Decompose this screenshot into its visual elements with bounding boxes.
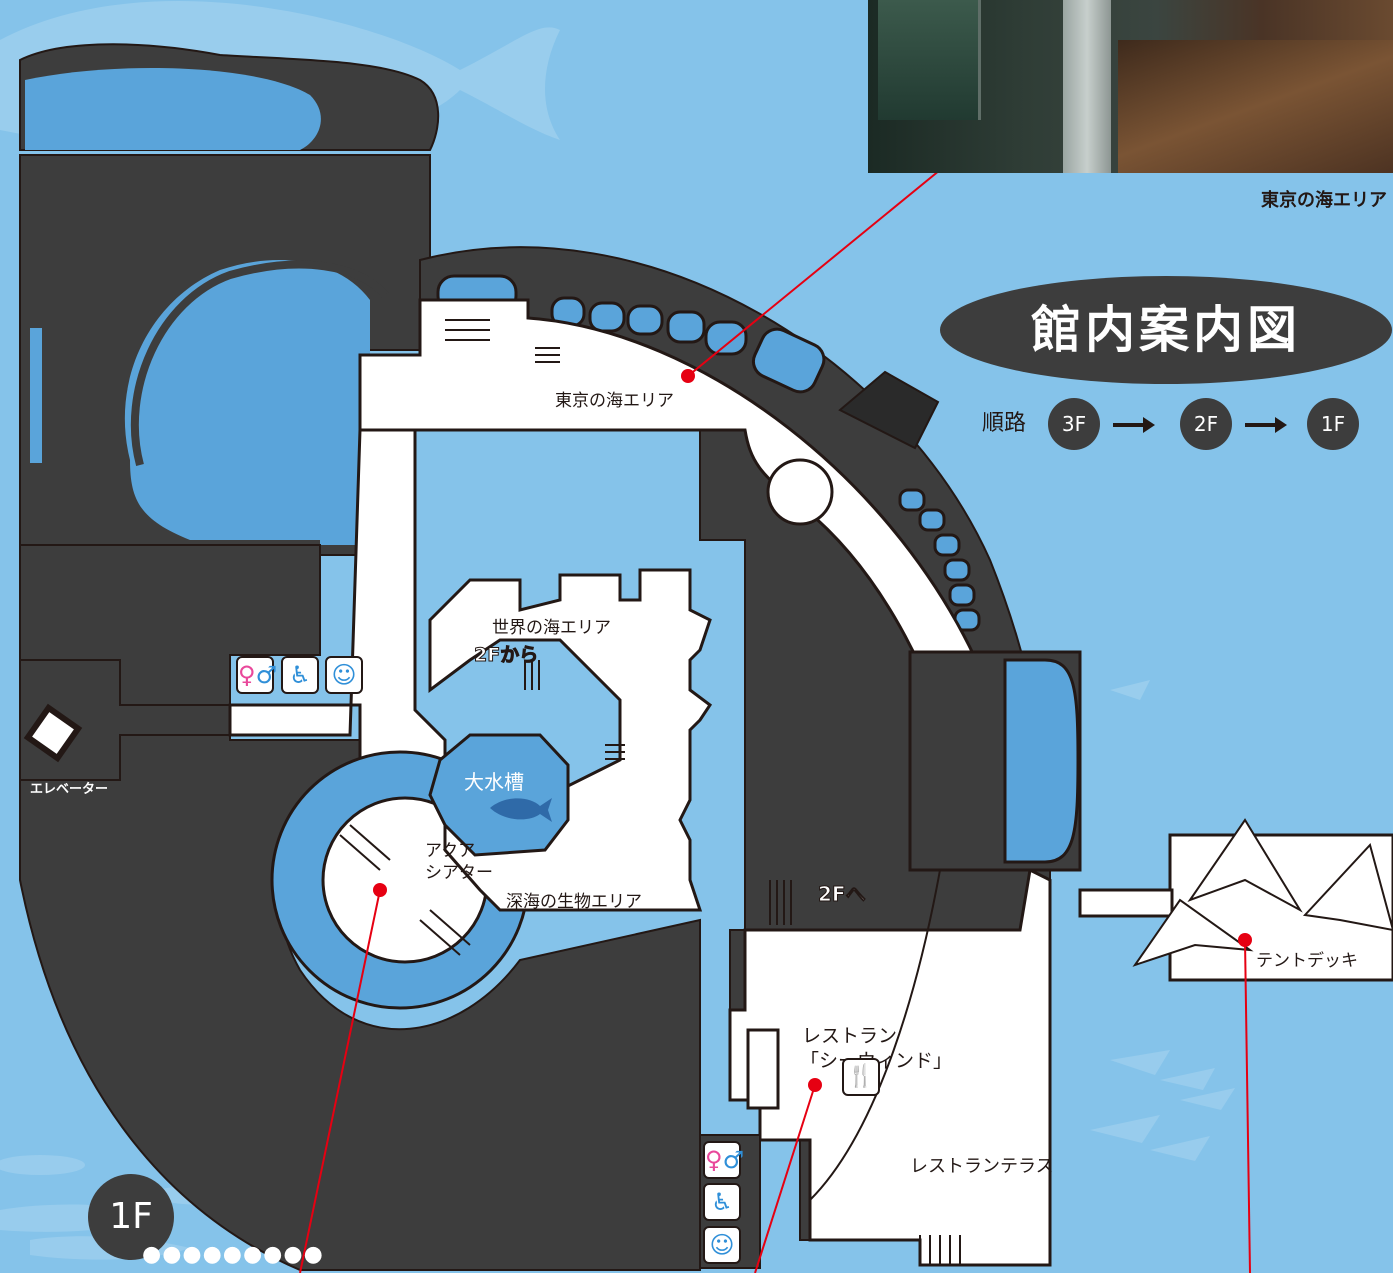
route-floor-2f[interactable]: 2F [1180, 398, 1232, 450]
wheelchair-icon: ♿ [281, 656, 319, 694]
restaurant-icon: 🍴 [842, 1058, 880, 1096]
baby-care-icon: ☺ [703, 1226, 741, 1264]
toilet-icon: ♀♂ [236, 656, 277, 694]
spiral-stair [766, 458, 834, 526]
hotspot-marker-icon [1238, 933, 1252, 947]
map-title: 館内案内図 [940, 276, 1392, 384]
label-elevator: エレベーター [30, 782, 109, 797]
label-restaurant-terrace[interactable]: レストランテラス [910, 1156, 1054, 1177]
terrace-boundary [809, 869, 941, 1201]
photo-caption: 東京の海エリア [1261, 190, 1387, 211]
current-floor-badge: 1F [88, 1174, 174, 1260]
dark-tower [838, 370, 940, 450]
fish-icon [490, 798, 552, 822]
baby-care-icon: ☺ [325, 656, 363, 694]
label-deep-sea-area[interactable]: 深海の生物エリア [506, 892, 642, 912]
route-floor-1f[interactable]: 1F [1307, 398, 1359, 450]
route-floor-3f[interactable]: 3F [1048, 398, 1100, 450]
label-from-2f: 2Fから [473, 644, 539, 667]
dotted-leader: ●●●●●●●●● [142, 1242, 324, 1267]
toilet-icon: ♀♂ [703, 1141, 744, 1179]
label-tokyo-sea-area[interactable]: 東京の海エリア [555, 391, 674, 411]
label-world-sea-area[interactable]: 世界の海エリア [492, 618, 611, 638]
wheelchair-icon: ♿ [703, 1183, 741, 1221]
leader-lines [299, 169, 1251, 1273]
hotspot-markers [373, 369, 1252, 1092]
hotspot-marker-icon [808, 1078, 822, 1092]
label-aqua-theater-line2[interactable]: シアター [425, 863, 493, 883]
route-label: 順路 [982, 411, 1027, 436]
hotspot-marker-icon [373, 883, 387, 897]
big-tank [428, 733, 570, 857]
label-restaurant-line1[interactable]: レストラン [802, 1025, 898, 1047]
area-photo [868, 0, 1393, 173]
restaurant-counter [746, 1028, 780, 1110]
label-aqua-theater-line1[interactable]: アクア [425, 841, 476, 861]
arrow-right-icon [1113, 417, 1155, 433]
tent-canopies [1132, 818, 1393, 967]
arrow-right-icon [1245, 417, 1287, 433]
label-tent-deck[interactable]: テントデッキ [1256, 951, 1358, 971]
label-big-tank[interactable]: 大水槽 [464, 770, 524, 794]
label-to-2f: 2Fへ [818, 882, 867, 907]
elevator-symbol [23, 703, 83, 763]
hotspot-marker-icon [681, 369, 695, 383]
stairs [339, 319, 961, 1265]
